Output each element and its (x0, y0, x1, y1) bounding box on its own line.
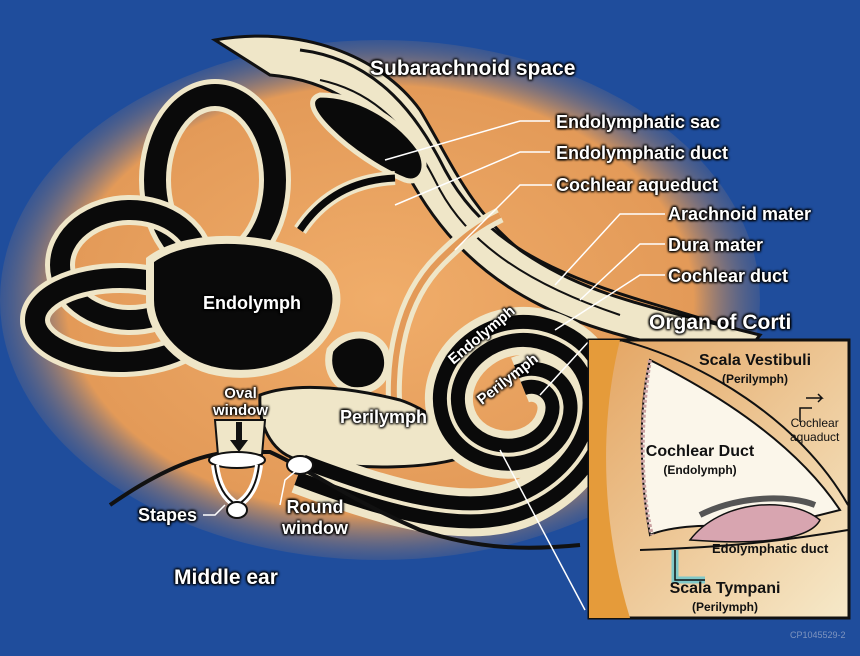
oval-window-line2: window (213, 402, 268, 419)
middle-ear-label: Middle ear (174, 566, 278, 590)
cochlear-duct-inset-label: Cochlear Duct (Endolymph) (636, 443, 764, 479)
edolymphatic-duct-inset-label: Edolymphatic duct (712, 541, 828, 556)
stapes-label: Stapes (138, 505, 197, 526)
endolymphatic-sac-label: Endolymphatic sac (556, 112, 720, 133)
cochlear-aquaduct-line2: aquaduct (790, 430, 839, 444)
scala-tympani-title: Scala Tympani (655, 580, 795, 598)
scala-tympani-label: Scala Tympani (Perilymph) (655, 580, 795, 616)
scala-vestibuli-title: Scala Vestibuli (690, 352, 820, 370)
dura-mater-label: Dura mater (668, 235, 763, 256)
round-window-shape (287, 456, 313, 474)
cochlear-aquaduct-line1: Cochlear (790, 416, 839, 430)
oval-window-line1: Oval (213, 385, 268, 402)
watermark: CP1045529-2 (790, 630, 846, 640)
cochlear-duct-label: Cochlear duct (668, 266, 788, 287)
round-window-line1: Round (282, 497, 348, 518)
round-window-label: Round window (282, 497, 348, 539)
cochlear-duct-inset-title: Cochlear Duct (636, 443, 764, 461)
round-window-line2: window (282, 518, 348, 539)
subarachnoid-space-label: Subarachnoid space (370, 57, 575, 81)
organ-of-corti-title: Organ of Corti (649, 311, 791, 335)
endolymph-vestibule-label: Endolymph (203, 293, 301, 314)
perilymph-vestibule-label: Perilymph (340, 407, 427, 428)
endolymphatic-duct-label: Endolymphatic duct (556, 143, 728, 164)
cochlear-aquaduct-inset-label: Cochlear aquaduct (790, 416, 839, 444)
saccule-shape (329, 335, 388, 391)
scala-vestibuli-label: Scala Vestibuli (Perilymph) (690, 352, 820, 388)
cochlear-duct-inset-sub: (Endolymph) (636, 461, 764, 479)
scala-tympani-sub: (Perilymph) (655, 598, 795, 616)
arachnoid-mater-label: Arachnoid mater (668, 204, 811, 225)
cochlear-aqueduct-label: Cochlear aqueduct (556, 175, 718, 196)
oval-window-label: Oval window (213, 385, 268, 419)
scala-vestibuli-sub: (Perilymph) (690, 370, 820, 388)
